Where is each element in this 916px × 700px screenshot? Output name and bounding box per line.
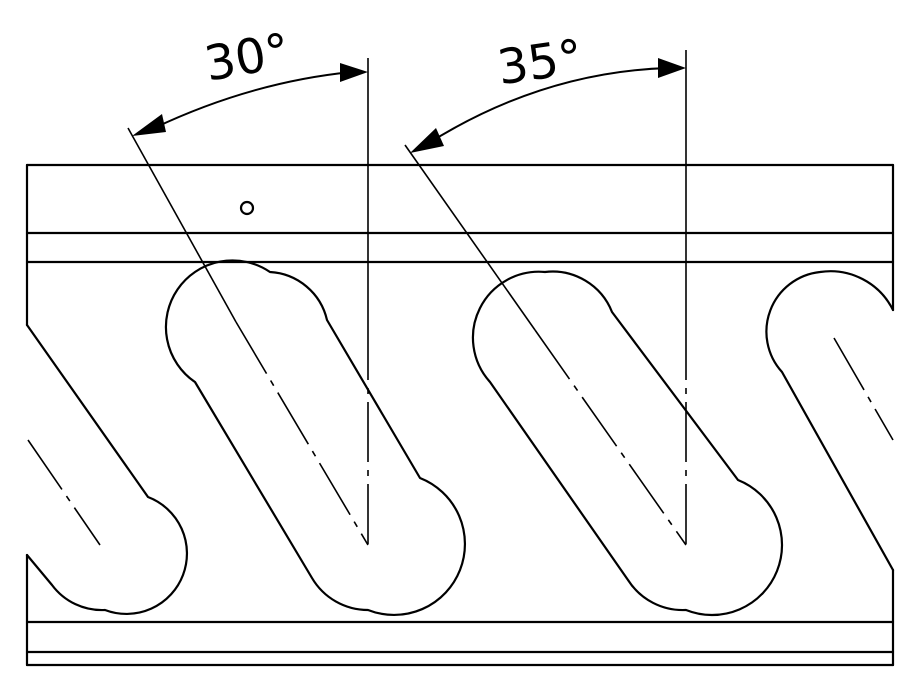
slot-1-centerline bbox=[235, 321, 369, 546]
plate-frame bbox=[25, 163, 895, 667]
angle-label-30: 30° bbox=[200, 23, 294, 93]
arrow-head-right-35 bbox=[658, 58, 686, 78]
incline-line-30 bbox=[127, 127, 237, 323]
slot-contour bbox=[25, 259, 895, 617]
arrow-head-left-35 bbox=[410, 128, 444, 153]
hole-marker bbox=[239, 200, 255, 216]
slot-1 bbox=[164, 259, 467, 617]
arrow-head-right-30 bbox=[340, 63, 368, 82]
dimension-arc-35 bbox=[423, 67, 669, 147]
vertical-lines bbox=[367, 50, 687, 545]
dimension-arc-30 bbox=[149, 71, 353, 131]
right-partial-centerline bbox=[833, 337, 894, 441]
slot-right-partial bbox=[765, 270, 895, 572]
slot-left-partial bbox=[25, 323, 188, 615]
angle-dimension-35: 35° bbox=[410, 29, 686, 153]
slot-2 bbox=[471, 270, 784, 617]
inclined-lines bbox=[27, 127, 894, 546]
arrow-head-left-30 bbox=[132, 114, 166, 136]
angle-label-35: 35° bbox=[494, 29, 586, 96]
left-partial-centerline bbox=[27, 439, 101, 546]
incline-line-35 bbox=[404, 144, 536, 331]
slot-2-centerline bbox=[534, 329, 687, 546]
angle-dimension-30: 30° bbox=[132, 23, 368, 136]
